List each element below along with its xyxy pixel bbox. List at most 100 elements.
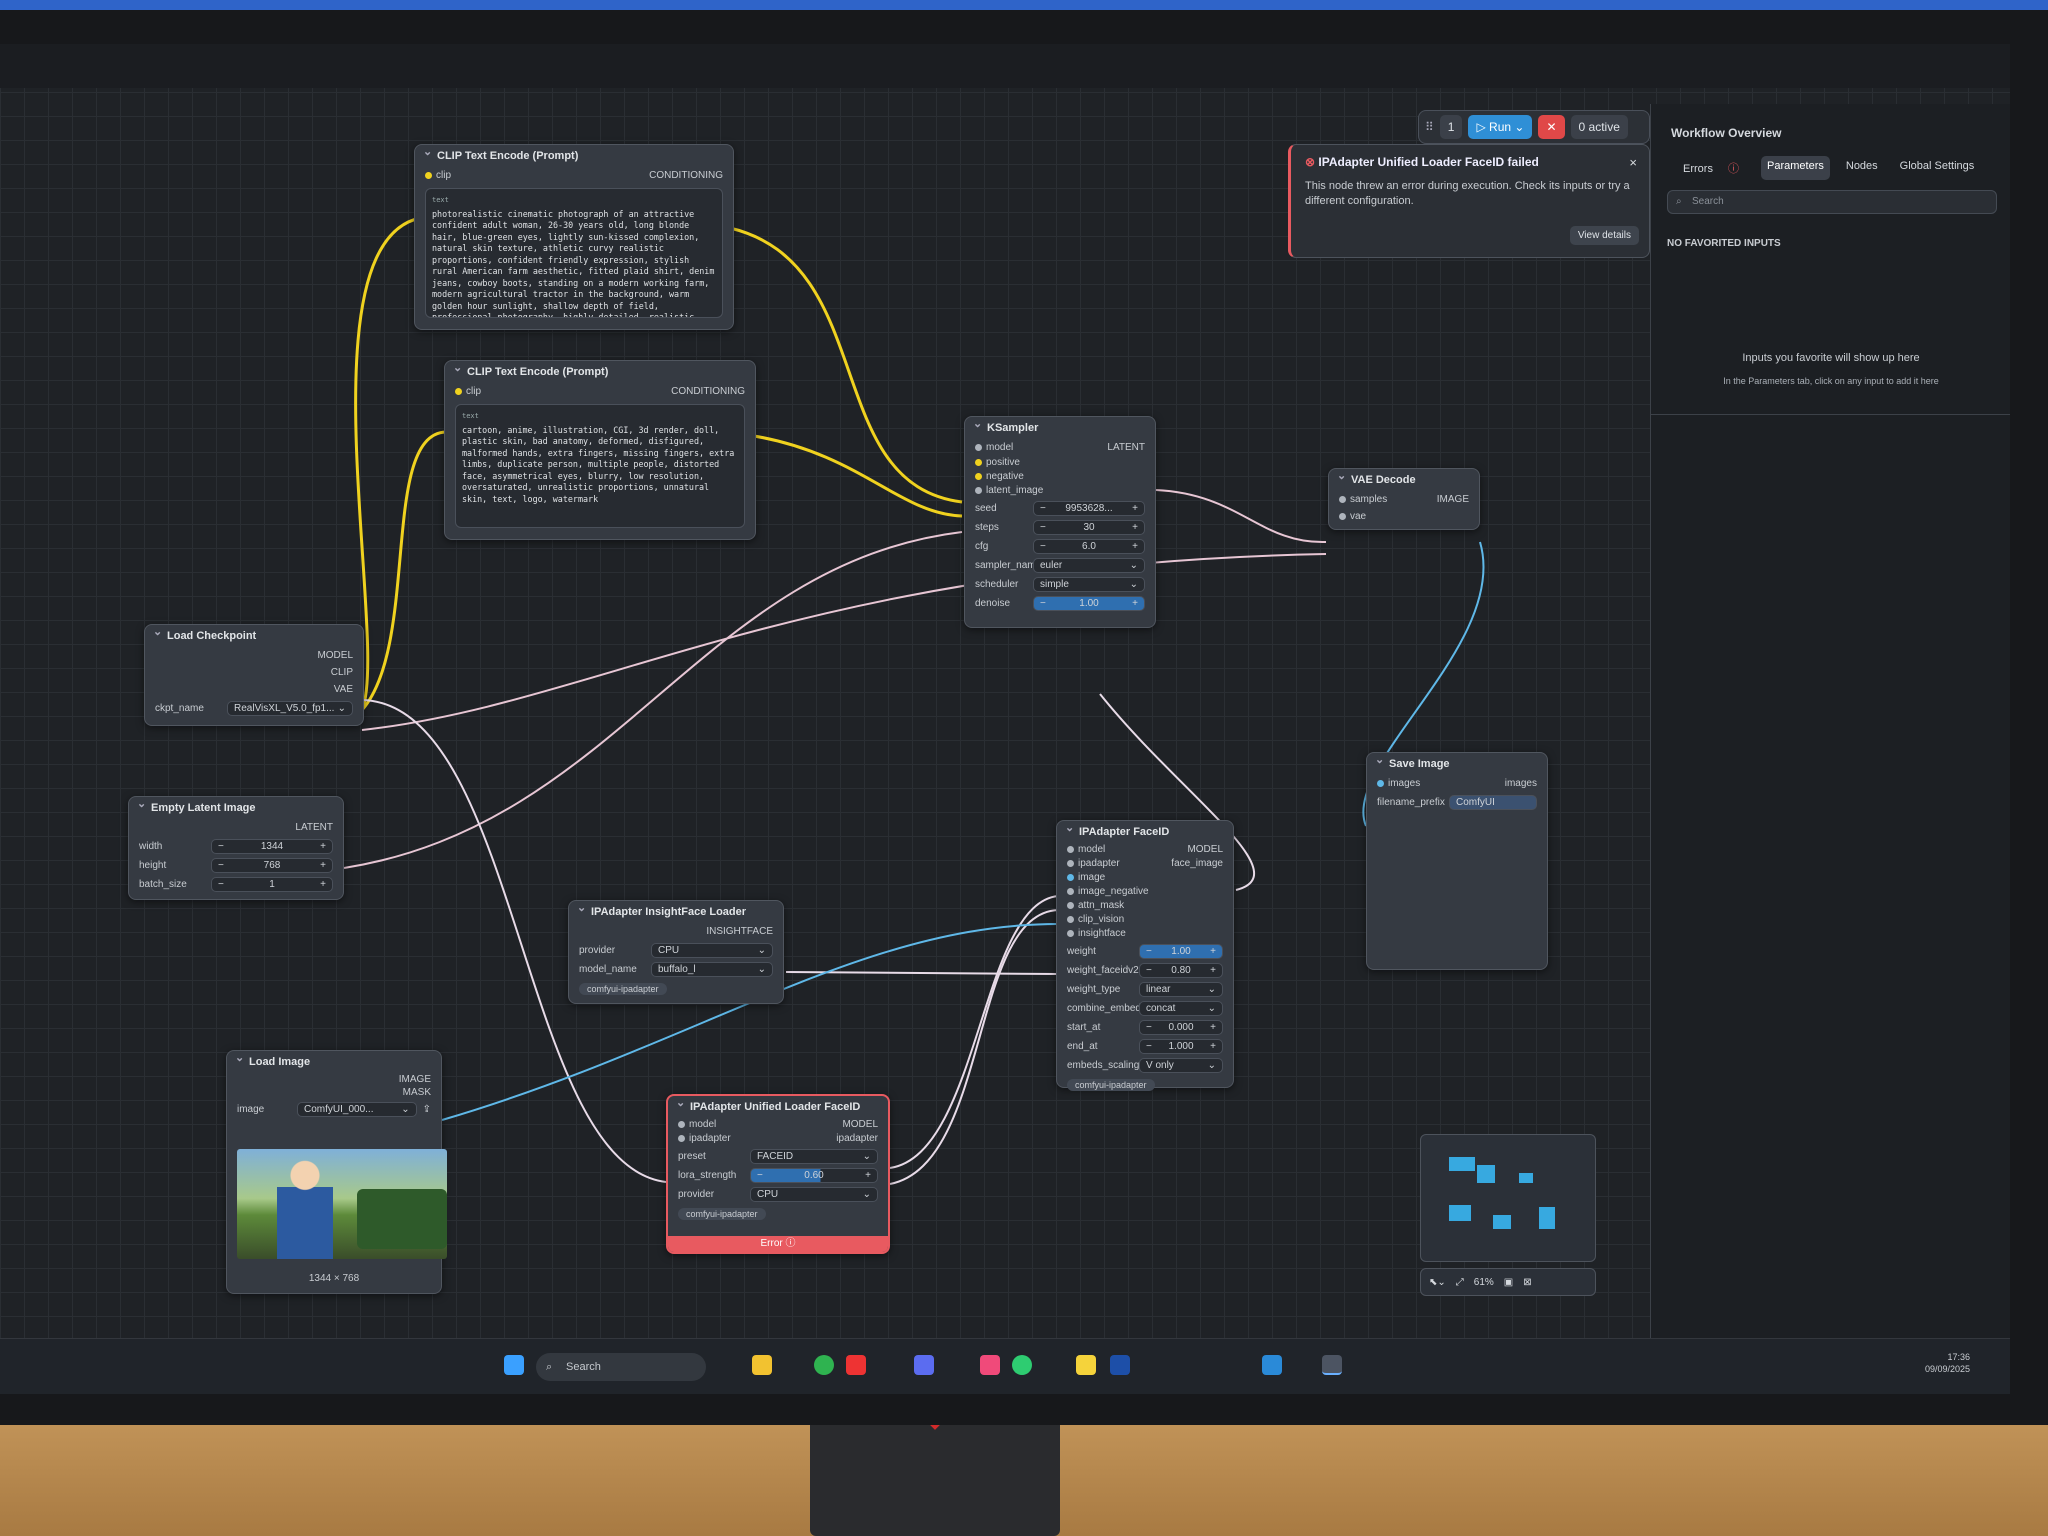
node-ipadapter-unified-loader-faceid[interactable]: IPAdapter Unified Loader FaceID modelMOD… bbox=[666, 1092, 890, 1254]
output-image[interactable]: IMAGE bbox=[398, 1074, 431, 1085]
vscode-icon[interactable] bbox=[1262, 1355, 1282, 1375]
output-ipadapter[interactable]: ipadapter bbox=[836, 1133, 878, 1144]
app-icon[interactable] bbox=[1012, 1355, 1032, 1375]
input-vae[interactable]: vae bbox=[1329, 508, 1479, 525]
height-stepper[interactable]: height−768+ bbox=[139, 857, 333, 874]
input-image[interactable]: image bbox=[1057, 871, 1233, 885]
output-clip[interactable]: CLIP bbox=[330, 667, 353, 678]
input-samples[interactable]: samples bbox=[1339, 491, 1387, 508]
lora-strength-slider[interactable]: lora_strength−0.60+ bbox=[678, 1167, 878, 1184]
tab-parameters[interactable]: Parameters bbox=[1761, 156, 1830, 180]
weight-slider[interactable]: weight−1.00+ bbox=[1067, 943, 1223, 960]
output-mask[interactable]: MASK bbox=[402, 1087, 431, 1098]
youtube-icon[interactable] bbox=[846, 1355, 866, 1375]
start-at-stepper[interactable]: start_at−0.000+ bbox=[1067, 1019, 1223, 1036]
start-icon[interactable] bbox=[504, 1355, 524, 1375]
weight-faceidv2-slider[interactable]: weight_faceidv2−0.80+ bbox=[1067, 962, 1223, 979]
link-toggle-icon[interactable]: ⊠ bbox=[1523, 1276, 1532, 1288]
comfyui-icon[interactable] bbox=[1322, 1355, 1342, 1375]
output-conditioning[interactable]: CONDITIONING bbox=[671, 386, 745, 397]
output-latent[interactable]: LATENT bbox=[1107, 442, 1145, 453]
queue-count-stepper[interactable]: 1 bbox=[1439, 115, 1463, 139]
view-details-button[interactable]: View details bbox=[1569, 226, 1639, 245]
input-images[interactable]: images bbox=[1377, 775, 1420, 792]
taskbar-search[interactable]: ⌕Search bbox=[536, 1353, 706, 1381]
panel-search-input[interactable]: ⌕Search bbox=[1667, 190, 1997, 214]
end-at-stepper[interactable]: end_at−1.000+ bbox=[1067, 1038, 1223, 1055]
minimap[interactable] bbox=[1420, 1134, 1596, 1262]
node-clip-text-encode-negative[interactable]: CLIP Text Encode (Prompt) clipCONDITIONI… bbox=[444, 357, 756, 540]
file-explorer-icon[interactable] bbox=[752, 1355, 772, 1375]
input-ipadapter[interactable]: ipadapter bbox=[1067, 857, 1120, 871]
node-load-checkpoint[interactable]: Load Checkpoint MODEL CLIP VAE ckpt_name… bbox=[144, 621, 364, 726]
output-face-image[interactable]: face_image bbox=[1171, 858, 1223, 869]
zoom-level[interactable]: 61% bbox=[1473, 1276, 1494, 1288]
input-model[interactable]: model bbox=[678, 1118, 716, 1132]
output-model[interactable]: MODEL bbox=[317, 650, 353, 661]
batch-size-stepper[interactable]: batch_size−1+ bbox=[139, 876, 333, 893]
minimap-toggle-icon[interactable]: ▣ bbox=[1503, 1276, 1514, 1288]
input-attn-mask[interactable]: attn_mask bbox=[1057, 899, 1233, 913]
close-icon[interactable]: × bbox=[1629, 155, 1637, 170]
app-icon[interactable] bbox=[1110, 1355, 1130, 1375]
input-model[interactable]: model bbox=[975, 439, 1013, 456]
output-vae[interactable]: VAE bbox=[333, 684, 353, 695]
seed-stepper[interactable]: seed−9953628...+ bbox=[975, 500, 1145, 517]
steps-stepper[interactable]: steps−30+ bbox=[975, 519, 1145, 536]
input-ipadapter[interactable]: ipadapter bbox=[678, 1132, 731, 1146]
stop-button[interactable]: ✕ bbox=[1538, 115, 1565, 139]
node-load-image[interactable]: Load Image IMAGE MASK imageComfyUI_000..… bbox=[226, 1047, 447, 1294]
input-latent-image[interactable]: latent_image bbox=[965, 484, 1155, 498]
node-clip-text-encode-positive[interactable]: CLIP Text Encode (Prompt) clipCONDITIONI… bbox=[414, 141, 734, 330]
input-image-negative[interactable]: image_negative bbox=[1057, 885, 1233, 899]
music-icon[interactable] bbox=[980, 1355, 1000, 1375]
fit-view-icon[interactable]: ⤢ bbox=[1455, 1276, 1464, 1288]
upload-icon[interactable]: ⇪ bbox=[422, 1104, 431, 1115]
output-conditioning[interactable]: CONDITIONING bbox=[649, 170, 723, 181]
comfyui-canvas[interactable]: CLIP Text Encode (Prompt) clipCONDITIONI… bbox=[0, 44, 2010, 1394]
input-model[interactable]: model bbox=[1067, 843, 1105, 857]
chrome-icon[interactable] bbox=[814, 1355, 834, 1375]
denoise-slider[interactable]: denoise−1.00+ bbox=[975, 595, 1145, 612]
input-insightface[interactable]: insightface bbox=[1057, 927, 1233, 941]
node-ipadapter-insightface-loader[interactable]: IPAdapter InsightFace Loader INSIGHTFACE… bbox=[568, 897, 784, 1004]
output-image[interactable]: IMAGE bbox=[1436, 494, 1469, 505]
input-negative[interactable]: negative bbox=[965, 470, 1155, 484]
tab-errors[interactable]: Errors ⓘ bbox=[1671, 156, 1751, 180]
error-footer[interactable]: Error ⓘ bbox=[668, 1236, 888, 1252]
tab-global-settings[interactable]: Global Settings bbox=[1899, 160, 1975, 172]
width-stepper[interactable]: width−1344+ bbox=[139, 838, 333, 855]
cfg-stepper[interactable]: cfg−6.0+ bbox=[975, 538, 1145, 555]
input-clip-vision[interactable]: clip_vision bbox=[1057, 913, 1233, 927]
output-insightface[interactable]: INSIGHTFACE bbox=[706, 926, 773, 937]
input-positive[interactable]: positive bbox=[965, 456, 1155, 470]
notes-icon[interactable] bbox=[1076, 1355, 1096, 1375]
pointer-icon[interactable]: ⬉⌄ bbox=[1429, 1276, 1446, 1288]
prompt-textarea[interactable]: text photorealistic cinematic photograph… bbox=[425, 188, 723, 318]
prompt-textarea[interactable]: text cartoon, anime, illustration, CGI, … bbox=[455, 404, 745, 528]
output-images[interactable]: images bbox=[1504, 778, 1537, 789]
output-model[interactable]: MODEL bbox=[1187, 844, 1223, 855]
app-icon[interactable] bbox=[914, 1355, 934, 1375]
input-clip[interactable]: clip bbox=[455, 383, 481, 400]
run-button[interactable]: ▷ Run ⌄ bbox=[1468, 115, 1533, 139]
drag-handle-icon[interactable]: ⠿ bbox=[1425, 120, 1434, 134]
node-empty-latent-image[interactable]: Empty Latent Image LATENT width−1344+ he… bbox=[128, 793, 344, 900]
input-clip[interactable]: clip bbox=[425, 167, 451, 184]
